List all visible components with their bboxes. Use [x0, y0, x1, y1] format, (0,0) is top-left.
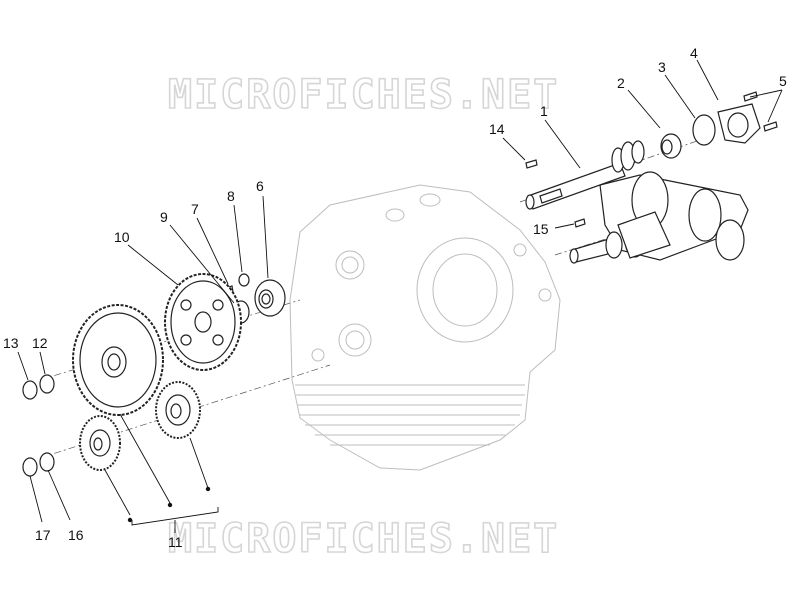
washer-part-12 — [39, 374, 55, 394]
washer-part-16 — [39, 452, 55, 472]
watermark-bottom: MICROFICHES.NET — [168, 516, 559, 562]
crankcase-body — [289, 184, 561, 471]
marker-dot — [127, 517, 133, 523]
callout-17: 17 — [35, 527, 51, 543]
bearing-inner-2 — [661, 139, 673, 155]
watermark-top: MICROFICHES.NET — [168, 72, 559, 118]
callout-5: 5 — [779, 73, 787, 89]
small-gear-right — [155, 381, 201, 439]
callout-15: 15 — [533, 221, 549, 237]
callout-11: 11 — [168, 534, 183, 550]
marker-dot — [167, 502, 173, 508]
callout-10: 10 — [114, 229, 130, 245]
crankshaft — [569, 171, 749, 264]
key-part-14 — [525, 159, 538, 169]
callout-7: 7 — [191, 201, 199, 217]
callout-1: 1 — [540, 103, 548, 119]
marker-dot — [205, 486, 211, 492]
callout-3: 3 — [658, 59, 666, 75]
callout-14: 14 — [489, 121, 505, 137]
callout-9: 9 — [160, 209, 168, 225]
large-gear — [72, 304, 164, 416]
ball-bearing-part-6 — [254, 279, 286, 317]
nut-part-17 — [22, 457, 38, 477]
callout-8: 8 — [227, 188, 235, 204]
callout-2: 2 — [617, 75, 625, 91]
callout-12: 12 — [32, 335, 48, 351]
callout-6: 6 — [256, 178, 264, 194]
callout-4: 4 — [690, 45, 698, 61]
small-gear-left — [79, 415, 121, 471]
o-ring-part-3 — [692, 114, 716, 146]
nut-part-13 — [22, 380, 38, 400]
flange-part-4 — [717, 103, 761, 144]
callout-16: 16 — [68, 527, 84, 543]
leader-lines — [17, 59, 783, 533]
camshaft — [525, 140, 645, 210]
key-part-15 — [574, 218, 586, 228]
washer-part-8 — [238, 273, 250, 287]
timing-gear-part-10 — [164, 273, 242, 371]
callout-13: 13 — [3, 335, 19, 351]
